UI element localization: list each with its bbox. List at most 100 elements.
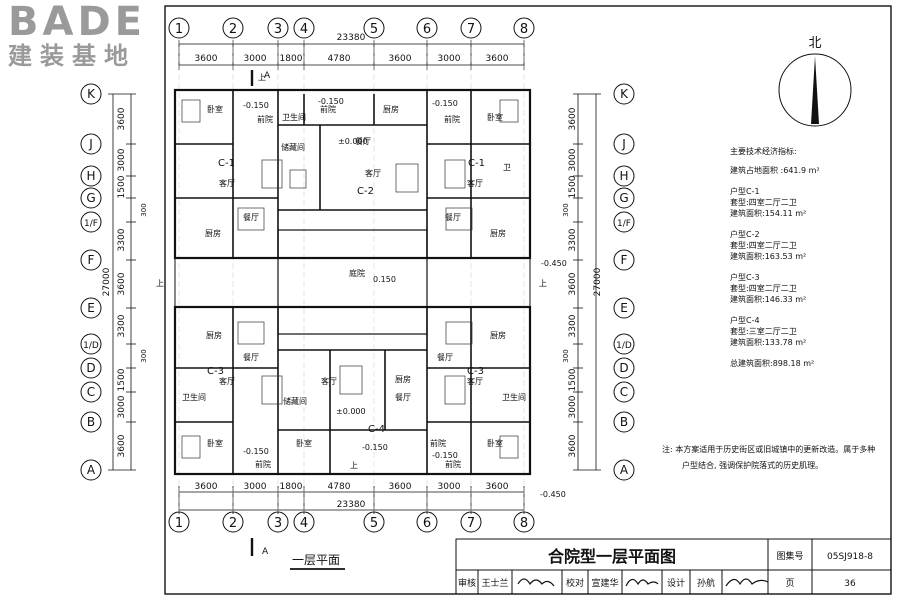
column-axes-bottom: 1 2 3 4 5 6 7 8: [168, 511, 535, 533]
left-dimension-labels: 3600 3000 1500 3300 3600 3300 1500 3000 …: [102, 107, 148, 457]
notes-heading: 主要技术经济指标:: [730, 147, 797, 156]
room-wc: 卫: [503, 163, 511, 172]
unit-name: 户型C-3: [730, 273, 760, 282]
elevation-label: -0.150: [432, 451, 458, 460]
axis-label: 2: [229, 22, 237, 37]
room-bedroom: 卧室: [487, 438, 503, 448]
unit-info: 户型C-4 套型:三室二厅二卫 建筑面积:133.78 m²: [730, 315, 890, 348]
room-kitchen: 厨房: [490, 228, 506, 238]
dimension-label: 3300: [117, 314, 127, 337]
room-bathroom: 卫生间: [502, 392, 526, 402]
axis-bubble: J: [613, 133, 635, 155]
atlas-number: 05SJ918-8: [827, 552, 873, 562]
dimension-label: 300: [562, 203, 570, 216]
total-height-label: 27000: [593, 267, 603, 296]
designer-name: 孙航: [697, 577, 715, 589]
top-dimension-labels: 3600 3000 1800 4780 3600 3000 3600 23380: [195, 33, 509, 64]
technical-indicators: 主要技术经济指标: 建筑占地面积 :641.9 m² 户型C-1 套型:四室二厅…: [730, 146, 890, 369]
axis-bubble: 8: [513, 17, 535, 39]
room-front-yard: 前院: [444, 114, 460, 124]
dimension-label: 3600: [389, 54, 412, 64]
dimension-label: 3000: [244, 482, 267, 492]
unit-info: 户型C-2 套型:四室二厅二卫 建筑面积:163.53 m²: [730, 229, 890, 262]
room-dining: 餐厅: [395, 393, 411, 402]
room-front-yard: 前院: [320, 104, 336, 114]
dimension-label: 3600: [195, 54, 218, 64]
dimension-label: 1500: [117, 175, 127, 198]
room-living: 客厅: [321, 376, 337, 386]
room-kitchen: 厨房: [383, 104, 399, 114]
dimension-label: 3600: [117, 434, 127, 457]
title-block-text: 合院型一层平面图 图集号 05SJ918-8 审核 王士兰 校对 宣建华 设计 …: [458, 547, 873, 589]
axis-label: 3: [274, 22, 282, 37]
check-label: 校对: [566, 577, 584, 589]
dimension-label: 1800: [280, 482, 303, 492]
axis-bubble: 1/D: [613, 333, 635, 355]
axis-bubble: F: [80, 249, 102, 271]
dimension-label: 3600: [568, 272, 578, 295]
axis-bubble: 3: [267, 511, 289, 533]
page-label: 页: [785, 578, 794, 589]
north-label: 北: [808, 36, 821, 51]
room-kitchen: 厨房: [490, 330, 506, 340]
axis-label: 8: [520, 516, 528, 531]
axis-label: K: [87, 87, 96, 101]
room-bedroom: 卧室: [487, 112, 503, 122]
dimension-label: 3600: [568, 434, 578, 457]
dimension-chain-right: [573, 93, 601, 471]
right-dimension-labels: 3600 3000 1500 3300 3600 3300 1500 3000 …: [562, 107, 603, 457]
internal-walls: [175, 90, 530, 474]
dimension-label: 3000: [438, 482, 461, 492]
axis-bubble: 1: [168, 511, 190, 533]
total-area: 总建筑面积:898.18 m²: [730, 359, 815, 368]
axis-label: C: [87, 385, 95, 399]
unit-labels: C-1 C-1 C-2 C-3 C-3 C-4: [207, 158, 485, 435]
room-storage: 储藏间: [283, 396, 307, 406]
axis-label: E: [620, 301, 628, 315]
axis-bubble: 5: [363, 17, 385, 39]
dimension-label: 3000: [117, 395, 127, 418]
axis-label: D: [619, 361, 628, 375]
axis-label: F: [621, 253, 628, 267]
signature-designer: [725, 578, 769, 587]
axis-label: 6: [423, 22, 431, 37]
dimension-label: 1500: [568, 368, 578, 391]
axis-bubble: 2: [222, 17, 244, 39]
axis-label: E: [87, 301, 95, 315]
section-markers: A A: [250, 70, 271, 557]
unit-c3-label: C-3: [207, 366, 224, 377]
room-dining: 餐厅: [355, 137, 371, 146]
axis-bubble: B: [613, 411, 635, 433]
brand-logo: BADE 建装基地: [8, 2, 168, 70]
axis-bubble: B: [80, 411, 102, 433]
axis-label: F: [88, 253, 95, 267]
axis-bubble: 1/D: [80, 333, 102, 355]
axis-label: 7: [467, 22, 475, 37]
site-area: 建筑占地面积 :641.9 m²: [730, 166, 820, 175]
atlas-label: 图集号: [776, 550, 803, 562]
dimension-label: 3600: [486, 482, 509, 492]
axis-bubble: 7: [460, 511, 482, 533]
axis-bubble: H: [80, 165, 102, 187]
dimension-label: 1800: [280, 54, 303, 64]
axis-label: H: [86, 169, 95, 183]
axis-bubble: D: [80, 357, 102, 379]
unit-name: 户型C-4: [730, 316, 760, 325]
room-bedroom: 卧室: [207, 104, 223, 114]
unit-c1-label: C-1: [218, 158, 235, 169]
room-dining: 餐厅: [243, 213, 259, 222]
total-width-label: 23380: [337, 500, 366, 510]
axis-bubble: 6: [416, 511, 438, 533]
up-marker: 上: [350, 461, 358, 470]
elevation-label: -0.150: [362, 443, 388, 452]
axis-label: K: [620, 87, 629, 101]
dimension-chain-left: [108, 93, 136, 471]
axis-bubble: 6: [416, 17, 438, 39]
room-labels: 卧室 卧室 前院 前院 前院 卫生间 卫 厨房 厨房 厨房 餐厅 餐厅 餐厅 客…: [182, 104, 526, 469]
total-width-label: 23380: [337, 33, 366, 43]
section-label: A: [262, 547, 269, 557]
dimension-label: 3000: [438, 54, 461, 64]
axis-bubble: 4: [293, 511, 315, 533]
axis-label: 1/D: [83, 341, 99, 351]
dimension-label: 3600: [195, 482, 218, 492]
